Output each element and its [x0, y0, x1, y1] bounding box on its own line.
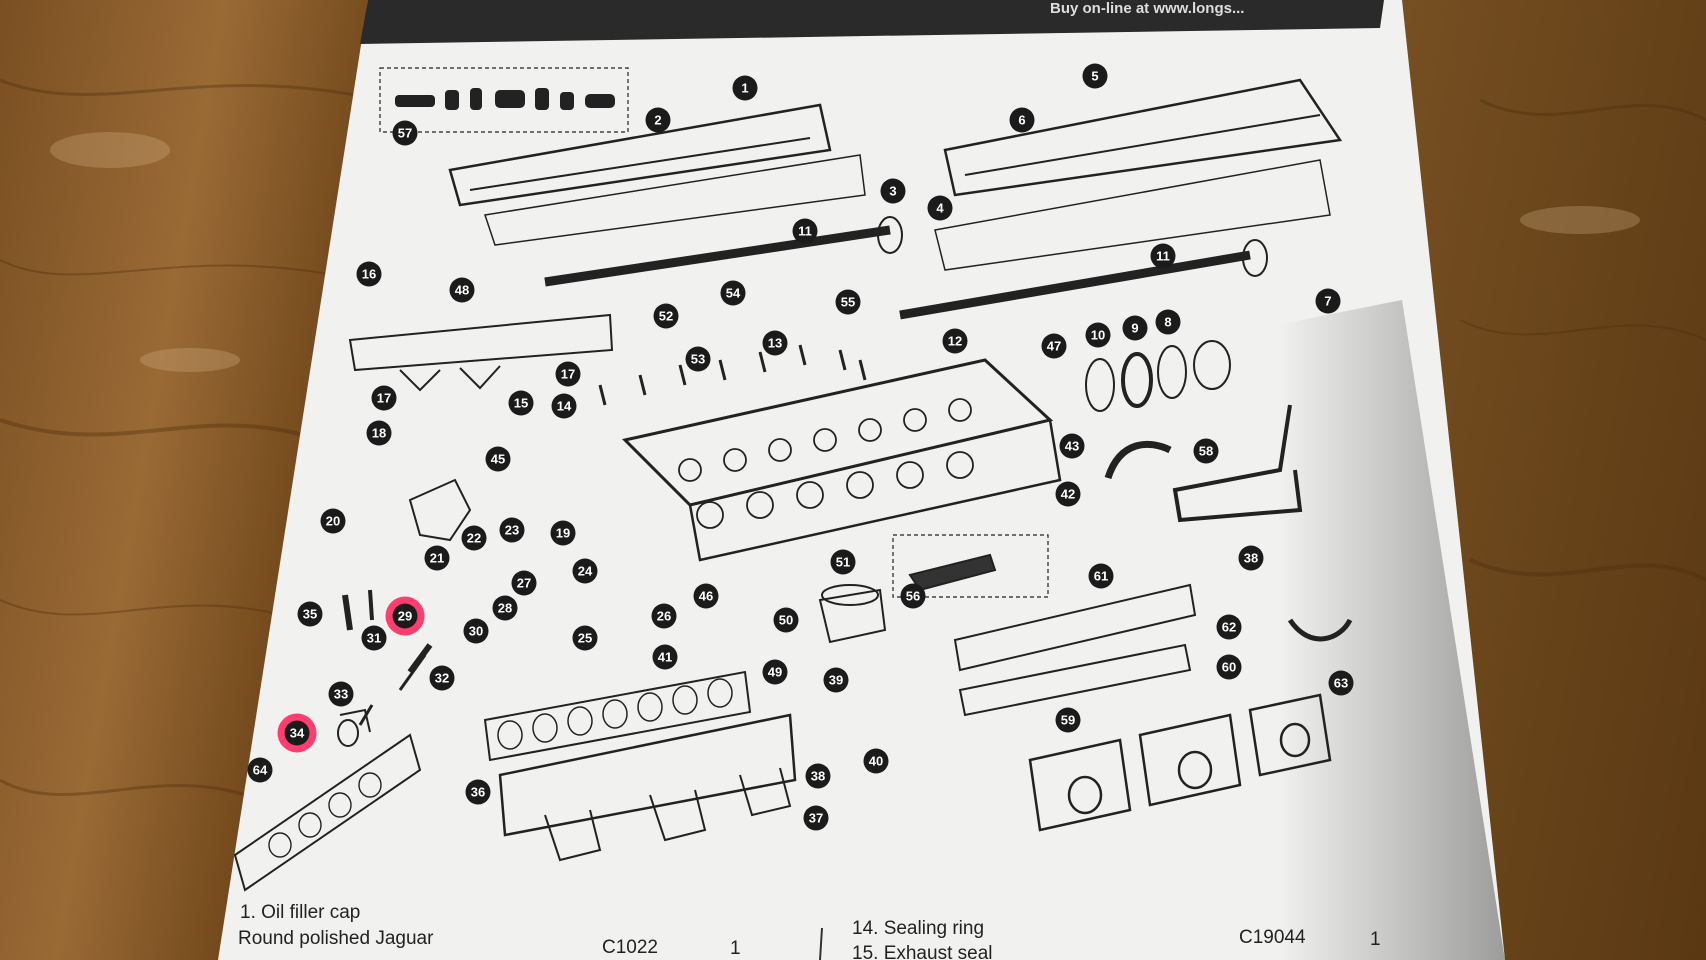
callout-marker: 57 [392, 120, 418, 146]
callout-marker: 19 [550, 520, 576, 546]
callout-marker: 38 [1238, 545, 1264, 571]
callout-marker: 46 [693, 583, 719, 609]
callout-marker: 50 [773, 607, 799, 633]
caption-item-15: 15. Exhaust seal [852, 943, 993, 960]
callout-marker: 53 [685, 346, 711, 372]
engine-parts-drawing [233, 67, 1353, 892]
callout-marker: 21 [424, 545, 450, 571]
callout-marker: 59 [1055, 707, 1081, 733]
banner-text: Buy on-line at www.longs... [1050, 0, 1245, 17]
callout-marker: 10 [1085, 322, 1111, 348]
callout-marker: 27 [511, 570, 537, 596]
callout-marker: 6 [1009, 107, 1035, 133]
callout-marker: 43 [1059, 433, 1085, 459]
callout-marker: 31 [361, 625, 387, 651]
callout-marker: 63 [1328, 670, 1354, 696]
callout-marker: 32 [429, 665, 455, 691]
callout-marker: 8 [1155, 309, 1181, 335]
callout-marker: 2 [645, 107, 671, 133]
callout-marker: 58 [1193, 438, 1219, 464]
callout-marker: 48 [449, 277, 475, 303]
caption-item-1-desc: Round polished Jaguar [238, 928, 434, 949]
callout-marker: 16 [356, 261, 382, 287]
callout-marker: 12 [942, 328, 968, 354]
callout-marker: 17 [555, 361, 581, 387]
callout-marker: 42 [1055, 481, 1081, 507]
callout-marker: 17 [371, 385, 397, 411]
callout-marker: 30 [463, 618, 489, 644]
callout-marker: 5 [1082, 63, 1108, 89]
callout-marker: 26 [651, 603, 677, 629]
caption-item-1-part: C1022 [602, 937, 658, 958]
caption-item-14: 14. Sealing ring [852, 918, 985, 939]
callout-marker: 52 [653, 303, 679, 329]
callout-marker: 54 [720, 280, 746, 306]
top-banner [360, 0, 1384, 44]
callout-marker: 11 [792, 218, 818, 244]
callout-marker: 4 [927, 195, 953, 221]
callout-marker: 29 [392, 603, 418, 629]
callout-marker: 51 [830, 549, 856, 575]
callout-marker: 28 [492, 595, 518, 621]
caption-item-1: 1. Oil filler cap [240, 902, 361, 923]
callout-marker: 20 [320, 508, 346, 534]
callout-marker: 23 [499, 517, 525, 543]
callout-marker: 7 [1315, 288, 1341, 314]
callout-marker: 60 [1216, 654, 1242, 680]
callout-marker: 24 [572, 558, 598, 584]
callout-marker: 9 [1122, 315, 1148, 341]
callout-marker: 3 [880, 178, 906, 204]
callout-marker: 13 [762, 330, 788, 356]
caption-item-14-part: C19044 [1239, 927, 1306, 948]
callout-marker: 47 [1041, 333, 1067, 359]
callout-marker: 39 [823, 667, 849, 693]
callout-marker: 18 [366, 420, 392, 446]
callout-marker: 33 [328, 681, 354, 707]
callout-marker: 11 [1150, 243, 1176, 269]
callout-marker: 41 [652, 644, 678, 670]
callout-marker: 62 [1216, 614, 1242, 640]
callout-marker: 64 [247, 757, 273, 783]
callout-marker: 61 [1088, 563, 1114, 589]
callout-marker: 34 [284, 720, 310, 746]
callout-marker: 1 [732, 75, 758, 101]
caption-item-14-qty: 1 [1370, 929, 1381, 950]
callout-marker: 35 [297, 601, 323, 627]
callout-marker: 36 [465, 779, 491, 805]
callout-marker: 22 [461, 525, 487, 551]
callout-marker: 15 [508, 390, 534, 416]
callout-marker: 56 [900, 583, 926, 609]
callout-marker: 45 [485, 446, 511, 472]
callout-marker: 14 [551, 393, 577, 419]
caption-item-1-qty: 1 [730, 938, 741, 959]
callout-marker: 38 [805, 763, 831, 789]
callout-marker: 49 [762, 659, 788, 685]
callout-marker: 40 [863, 748, 889, 774]
callout-marker: 55 [835, 289, 861, 315]
callout-marker: 37 [803, 805, 829, 831]
callout-marker: 25 [572, 625, 598, 651]
